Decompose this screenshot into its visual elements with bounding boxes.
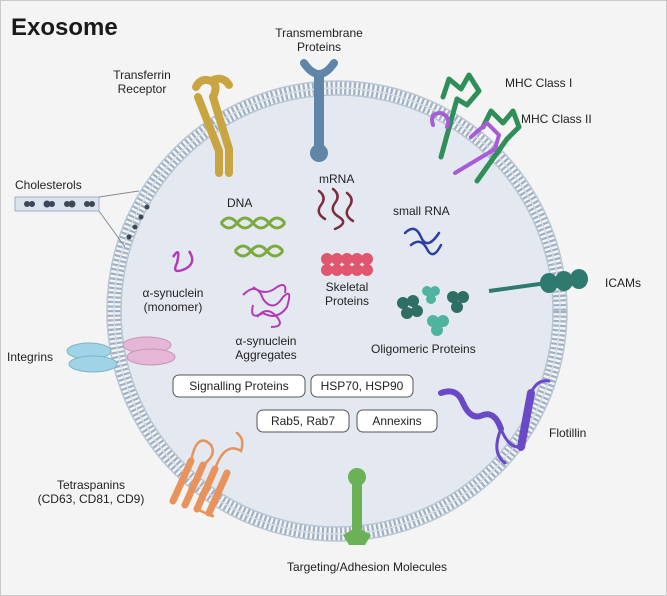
tetraspanin [169, 431, 244, 518]
synuclein-monomer [171, 250, 194, 273]
flotillin [438, 379, 551, 465]
mrna-strands [317, 187, 355, 231]
hsp-box: HSP70, HSP90 [310, 374, 414, 398]
tetraspanins-label-1: Tetraspanins [57, 478, 125, 492]
targeting-label: Targeting/Adhesion Molecules [287, 560, 447, 574]
signalling-proteins-box: Signalling Proteins [172, 374, 306, 398]
mhc-class-2-label: MHC Class II [521, 112, 592, 126]
skeletal-label-2: Proteins [325, 294, 369, 308]
lipid-bilayer-membrane [106, 80, 568, 542]
skeletal-proteins [321, 253, 373, 276]
integrin [66, 336, 176, 373]
mhc-class-1 [430, 72, 482, 160]
mhc-class-1-label: MHC Class I [505, 76, 572, 90]
icams-label: ICAMs [605, 276, 641, 290]
signalling-proteins-text: Signalling Proteins [189, 379, 288, 393]
integrins-label: Integrins [7, 350, 53, 364]
transmembrane-label-1: Transmembrane [275, 26, 363, 40]
transferrin-label-1: Transferrin [113, 68, 171, 82]
cholesterol-callout [14, 190, 150, 248]
oligomeric-label: Oligomeric Proteins [371, 342, 476, 356]
synuclein-aggregates-label-2: Aggregates [235, 348, 296, 362]
rab-box: Rab5, Rab7 [256, 409, 350, 433]
transferrin-receptor [192, 74, 233, 177]
annexins-box: Annexins [356, 409, 438, 433]
oligomeric-proteins [397, 286, 469, 336]
transmembrane-label-2: Proteins [297, 40, 341, 54]
icam [488, 269, 588, 293]
hsp-text: HSP70, HSP90 [321, 379, 404, 393]
synuclein-aggregates-label-1: α-synuclein [236, 334, 297, 348]
small-rna-label: small RNA [393, 204, 450, 218]
targeting-adhesion-molecule [343, 468, 371, 545]
tetraspanins-label-2: (CD63, CD81, CD9) [38, 492, 145, 506]
dna-label: DNA [227, 196, 252, 210]
flotillin-label: Flotillin [549, 426, 586, 440]
annexins-text: Annexins [372, 414, 421, 428]
synuclein-monomer-label-1: α-synuclein [143, 286, 204, 300]
small-rna-strands [403, 227, 443, 256]
synuclein-aggregates [242, 284, 291, 328]
figure-title: Exosome [11, 14, 118, 41]
dna-strand [219, 216, 287, 258]
mhc-class-2 [453, 108, 522, 184]
transmembrane-protein [300, 59, 338, 162]
skeletal-label-1: Skeletal [326, 280, 369, 294]
transferrin-label-2: Receptor [118, 82, 167, 96]
rab-text: Rab5, Rab7 [271, 414, 335, 428]
mrna-label: mRNA [319, 172, 354, 186]
cholesterols-label: Cholesterols [15, 178, 82, 192]
synuclein-monomer-label-2: (monomer) [144, 300, 203, 314]
